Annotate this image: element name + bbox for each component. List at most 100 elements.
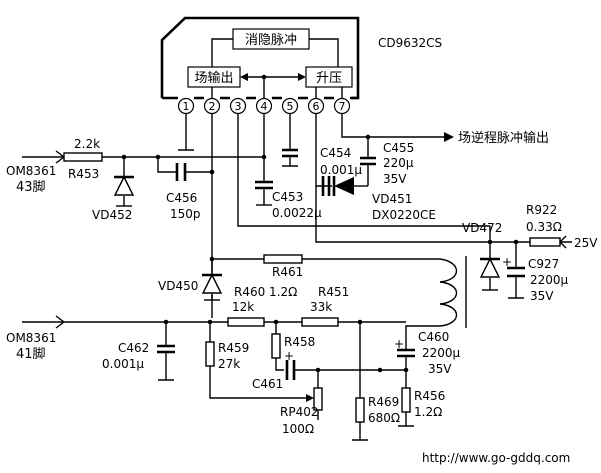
c460-plus: + — [394, 337, 404, 351]
r459-name: R459 — [218, 341, 249, 355]
r459-value: 27k — [218, 357, 240, 371]
pin7-output-wire — [341, 113, 446, 138]
r451-value: 33k — [310, 300, 332, 314]
rp402-resistor — [313, 387, 323, 411]
om43-label1: OM8361 — [6, 164, 56, 178]
c462-wire — [158, 322, 174, 381]
c455-capacitor — [360, 156, 376, 166]
r469-name: R469 — [368, 395, 399, 409]
svg-text:5: 5 — [287, 100, 294, 113]
r461-name: R461 — [272, 265, 303, 279]
internal-arrowheads — [240, 73, 306, 81]
pin5-capacitor — [282, 113, 298, 167]
r459-wire — [209, 322, 310, 399]
vd452-diode — [113, 175, 135, 196]
c456-capacitor — [175, 163, 187, 181]
c456-value: 150p — [170, 207, 201, 221]
r460-value: 12k — [232, 300, 254, 314]
om43-label2: 43脚 — [16, 179, 46, 195]
svg-text:7: 7 — [339, 100, 346, 113]
c927-value2: 35V — [530, 289, 554, 303]
vd450-name: VD450 — [158, 279, 198, 293]
internal-wire-blank-left — [211, 38, 233, 67]
ic-pin-2: 2 — [203, 97, 221, 115]
c455-name: C455 — [383, 141, 414, 155]
r456-resistor — [401, 387, 411, 413]
c927-value1: 2200μ — [530, 273, 569, 287]
c927-wire — [508, 242, 524, 299]
pin3-wire — [237, 113, 490, 227]
coil-wire-bottom — [405, 325, 440, 340]
ic-pin-7: 7 — [333, 97, 351, 115]
r453-value: 2.2k — [74, 137, 100, 151]
r458-name: R458 — [284, 335, 315, 349]
junction — [403, 367, 409, 373]
supply-arrow-icon — [559, 235, 572, 249]
rp402-value: 100Ω — [282, 422, 314, 436]
r458-resistor — [271, 333, 281, 359]
c461-name: C461 — [252, 377, 283, 391]
ic-pin-4: 4 — [255, 97, 273, 115]
c927-capacitor — [507, 266, 525, 278]
r469-wire — [352, 322, 368, 441]
c454-capacitor — [321, 176, 331, 196]
r458-wire — [275, 322, 284, 371]
r451-name: R451 — [318, 285, 349, 299]
c461-plus: + — [284, 349, 294, 363]
r460-label: R460 1.2Ω — [234, 285, 297, 299]
c456-name: C456 — [166, 191, 197, 205]
c460-value2: 35V — [428, 362, 452, 376]
c462-name: C462 — [118, 341, 149, 355]
r460-resistor — [227, 317, 265, 327]
ic-pin-5: 5 — [281, 97, 299, 115]
c453-value: 0.0022μ — [272, 206, 322, 220]
r456-value: 1.2Ω — [414, 405, 442, 419]
c456-wire — [157, 157, 212, 173]
svg-text:3: 3 — [235, 100, 242, 113]
c927-plus: + — [502, 255, 512, 269]
c454-value: 0.001μ — [320, 163, 362, 177]
ic-name: CD9632CS — [378, 36, 442, 50]
ic-pin-6: 6 — [307, 97, 325, 115]
r456-name: R456 — [414, 389, 445, 403]
pin6-to-supply-wire — [315, 186, 530, 243]
r453-name: R453 — [68, 167, 99, 181]
c460-capacitor — [397, 348, 415, 358]
r461-resistor — [263, 254, 303, 264]
c453-capacitor — [255, 180, 273, 190]
deflection-coil — [439, 258, 458, 327]
om41-label2: 41脚 — [16, 346, 46, 362]
vd451-diode — [334, 177, 354, 195]
r453-resistor — [63, 152, 103, 162]
r456-wire — [398, 370, 414, 427]
c453-name: C453 — [272, 190, 303, 204]
vd451-name: VD451 — [372, 192, 412, 206]
c460-value1: 2200μ — [422, 346, 461, 360]
r469-value: 680Ω — [368, 411, 400, 425]
vd451-part: DX0220CE — [372, 208, 436, 222]
svg-text:4: 4 — [261, 100, 268, 113]
ic-pin-1: 1 — [177, 97, 195, 115]
r451-resistor — [301, 317, 339, 327]
internal-wire-blank-right — [309, 38, 339, 67]
vd472-diode — [479, 257, 501, 278]
c460-name: C460 — [418, 330, 449, 344]
svg-text:1: 1 — [183, 100, 190, 113]
block-boost-label: 升压 — [316, 71, 342, 86]
output-label: 场逆程脉冲输出 — [458, 130, 549, 146]
r922-value: 0.33Ω — [526, 220, 562, 234]
pin1-ground — [178, 113, 194, 151]
c462-capacitor — [157, 344, 175, 354]
r459-resistor — [205, 341, 215, 367]
c927-name: C927 — [528, 257, 559, 271]
rp402-name: RP402 — [280, 405, 318, 419]
block-blanking-label: 消隐脉冲 — [245, 33, 297, 48]
r922-resistor — [529, 237, 561, 247]
svg-text:2: 2 — [209, 100, 216, 113]
om41-label1: OM8361 — [6, 331, 56, 345]
supply-label: 25V — [574, 236, 598, 250]
r469-resistor — [355, 397, 365, 423]
c462-value: 0.001μ — [102, 357, 144, 371]
output-arrow-icon — [444, 132, 454, 142]
